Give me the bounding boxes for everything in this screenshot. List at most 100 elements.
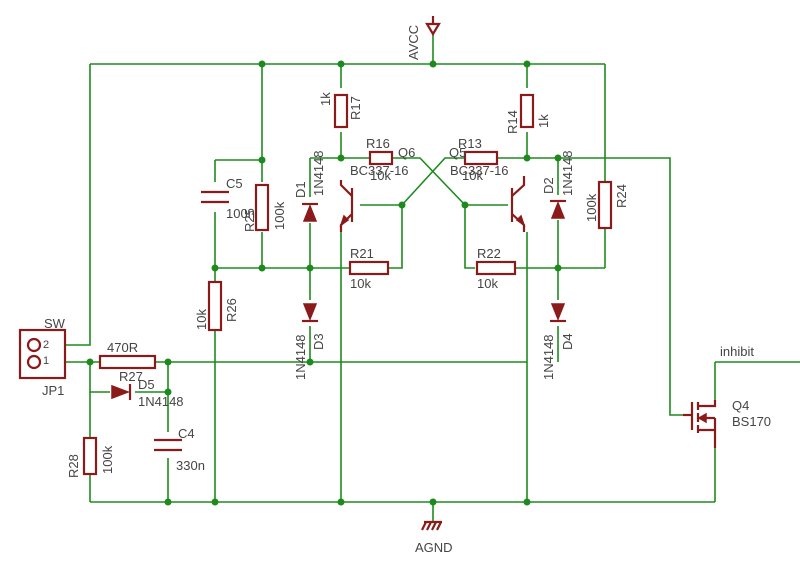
r21-resistor: R21 10k: [348, 246, 390, 291]
r13-value: 10k: [462, 168, 483, 183]
d1-name: D1: [293, 181, 308, 198]
d5-value: 1N4148: [138, 394, 184, 409]
r17-value: 1k: [318, 92, 333, 106]
r24-resistor: 100k R24: [584, 180, 629, 230]
r22-left-wire: [464, 205, 475, 269]
c5-capacitor: C5 100n: [201, 176, 255, 221]
r13-name: R13: [458, 136, 482, 151]
c5-name: C5: [226, 176, 243, 191]
junction: [164, 498, 172, 506]
q5-name: Q5: [449, 145, 466, 160]
d1-value: 1N4148: [311, 150, 326, 196]
r22-resistor: R22 10k: [475, 246, 517, 291]
junction: [337, 498, 345, 506]
q5-value: BC337-16: [450, 163, 509, 178]
d1-diode: D1 1N4148: [293, 150, 326, 222]
r21-right-wire: [388, 205, 403, 269]
r13-resistor: R13 10k: [458, 136, 499, 183]
r16-value: 10k: [370, 168, 391, 183]
c4-capacitor: C4 330n: [154, 426, 205, 473]
r16-resistor: R16 10k: [366, 136, 394, 183]
r28-resistor: R28 100k: [66, 436, 115, 478]
jp1-label: JP1: [42, 383, 64, 398]
r26-name: R26: [224, 298, 239, 322]
q4-mosfet: Q4 BS170: [683, 398, 771, 448]
junction: [554, 264, 562, 272]
r27-value: 470R: [107, 340, 138, 355]
junction: [306, 358, 314, 366]
r25-resistor: R25 100k: [242, 183, 287, 232]
junction: [258, 60, 266, 68]
sw-label: SW: [44, 316, 66, 331]
junction: [211, 498, 219, 506]
inhibit-net-label: inhibit: [720, 344, 754, 359]
junction: [554, 154, 562, 162]
d4-diode: 1N4148 D4: [541, 303, 575, 380]
junction: [429, 60, 437, 68]
d5-name: D5: [138, 377, 155, 392]
r22-name: R22: [477, 246, 501, 261]
d3-value: 1N4148: [293, 334, 308, 380]
junction: [523, 154, 531, 162]
junction: [337, 60, 345, 68]
junction: [164, 388, 172, 396]
q6-base-cross-wire: [360, 157, 465, 206]
q4-value: BS170: [732, 414, 771, 429]
q6-name: Q6: [398, 145, 415, 160]
r24-name: R24: [614, 184, 629, 208]
junction: [461, 201, 469, 209]
r16-name: R16: [366, 136, 390, 151]
q4-name: Q4: [732, 398, 749, 413]
agnd-label: AGND: [415, 540, 453, 555]
c5-value: 100n: [226, 206, 255, 221]
junction: [337, 154, 345, 162]
r21-value: 10k: [350, 276, 371, 291]
r14-value: 1k: [536, 114, 551, 128]
q5-transistor: Q5 BC337-16: [449, 145, 526, 232]
d3-diode: 1N4148 D3: [293, 303, 326, 380]
d4-name: D4: [560, 333, 575, 350]
r28-name: R28: [66, 454, 81, 478]
q6-value: BC337-16: [350, 163, 409, 178]
avcc-label: AVCC: [406, 25, 421, 60]
d3-name: D3: [311, 333, 326, 350]
wires: [65, 34, 800, 522]
r21-name: R21: [350, 246, 374, 261]
d2-name: D2: [541, 177, 556, 194]
junction: [164, 358, 172, 366]
r14-resistor: R14 1k: [505, 93, 551, 134]
r24-value: 100k: [584, 193, 599, 222]
r17-resistor: 1k R17: [318, 92, 363, 129]
junction: [523, 498, 531, 506]
r26-value: 10k: [194, 309, 209, 330]
r25-value: 100k: [272, 201, 287, 230]
junction: [523, 60, 531, 68]
junction: [211, 264, 219, 272]
r27-resistor: 470R R27: [98, 340, 157, 384]
r26-resistor: 10k R26: [194, 280, 239, 332]
avcc-symbol: AVCC: [406, 16, 441, 60]
r14-name: R14: [505, 110, 520, 134]
r25-name: R25: [242, 208, 257, 232]
d2-value: 1N4148: [560, 150, 575, 196]
junction: [429, 498, 437, 506]
jp1-pin2-wire: [65, 64, 91, 346]
d2-diode: D2 1N4148: [541, 150, 575, 219]
jp1-pin2-label: 2: [43, 339, 49, 351]
junctions: [86, 60, 562, 506]
junction: [258, 264, 266, 272]
right-collector-line: [497, 157, 683, 416]
junction: [258, 156, 266, 164]
r16-cross-wire: [392, 157, 466, 206]
r17-name: R17: [348, 96, 363, 120]
r28-value: 100k: [100, 445, 115, 474]
d4-value: 1N4148: [541, 334, 556, 380]
q6-transistor: Q6 BC337-16: [339, 145, 415, 232]
r22-value: 10k: [477, 276, 498, 291]
jp1-pin1-label: 1: [43, 355, 49, 367]
jp1-connector: SW JP1 2 1: [18, 316, 67, 398]
junction: [306, 264, 314, 272]
c4-name: C4: [178, 426, 195, 441]
junction: [398, 201, 406, 209]
